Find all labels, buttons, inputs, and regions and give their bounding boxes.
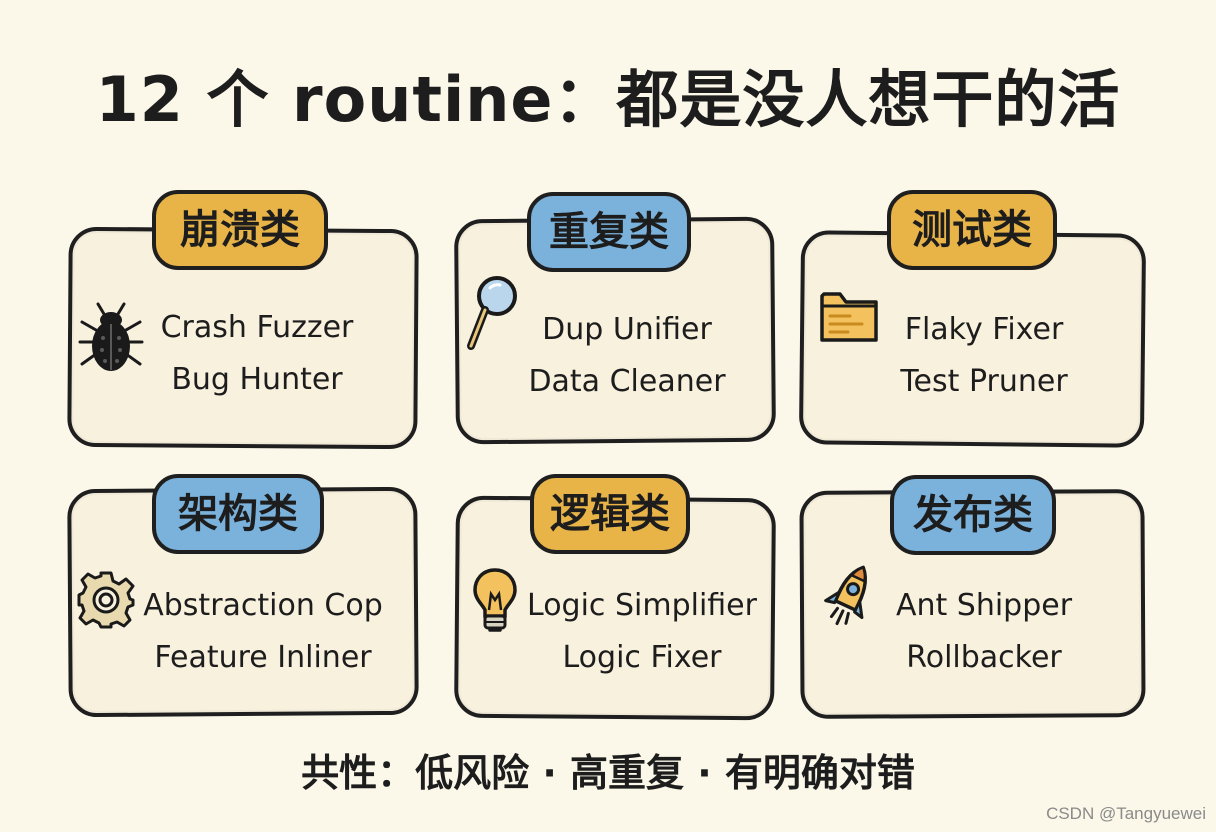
magnifier-icon xyxy=(467,276,517,350)
gear-icon xyxy=(77,571,135,629)
folder-icon xyxy=(820,292,878,342)
routine-list-release: Ant Shipper Rollbacker xyxy=(884,580,1084,684)
routine-name: Data Cleaner xyxy=(528,364,726,399)
routine-name: Dup Unifier xyxy=(542,312,712,347)
footer-summary: 共性：低风险 · 高重复 · 有明确对错 xyxy=(301,751,915,795)
page-title: 12 个 routine：都是没人想干的活 xyxy=(95,63,1121,136)
routine-name: Logic Fixer xyxy=(562,640,722,675)
rocket-icon xyxy=(824,565,867,626)
category-tag-architecture: 架构类 xyxy=(152,474,324,554)
routine-name: Feature Inliner xyxy=(154,640,372,675)
routine-name: Flaky Fixer xyxy=(904,312,1064,347)
watermark-text: CSDN @Tangyuewei xyxy=(1046,804,1206,823)
lightbulb-icon xyxy=(473,568,517,632)
category-tag-duplicate: 重复类 xyxy=(527,192,691,272)
routine-name: Bug Hunter xyxy=(171,362,343,397)
routine-list-test: Flaky Fixer Test Pruner xyxy=(884,304,1084,408)
routine-list-logic: Logic Simplifier Logic Fixer xyxy=(522,580,762,684)
routine-list-architecture: Abstraction Cop Feature Inliner xyxy=(140,580,386,684)
routine-name: Abstraction Cop xyxy=(143,588,383,623)
category-tag-logic: 逻辑类 xyxy=(530,474,690,554)
routine-name: Logic Simplifier xyxy=(527,588,757,623)
category-tag-release: 发布类 xyxy=(890,475,1056,555)
routine-name: Crash Fuzzer xyxy=(160,310,354,345)
routine-list-crash: Crash Fuzzer Bug Hunter xyxy=(150,302,364,406)
routine-name: Test Pruner xyxy=(900,364,1068,399)
routine-name: Ant Shipper xyxy=(895,588,1073,623)
routine-list-duplicate: Dup Unifier Data Cleaner xyxy=(520,304,734,408)
bug-icon xyxy=(78,302,144,371)
category-tag-test: 测试类 xyxy=(887,190,1057,270)
category-tag-crash: 崩溃类 xyxy=(152,190,328,270)
routine-name: Rollbacker xyxy=(906,640,1062,675)
